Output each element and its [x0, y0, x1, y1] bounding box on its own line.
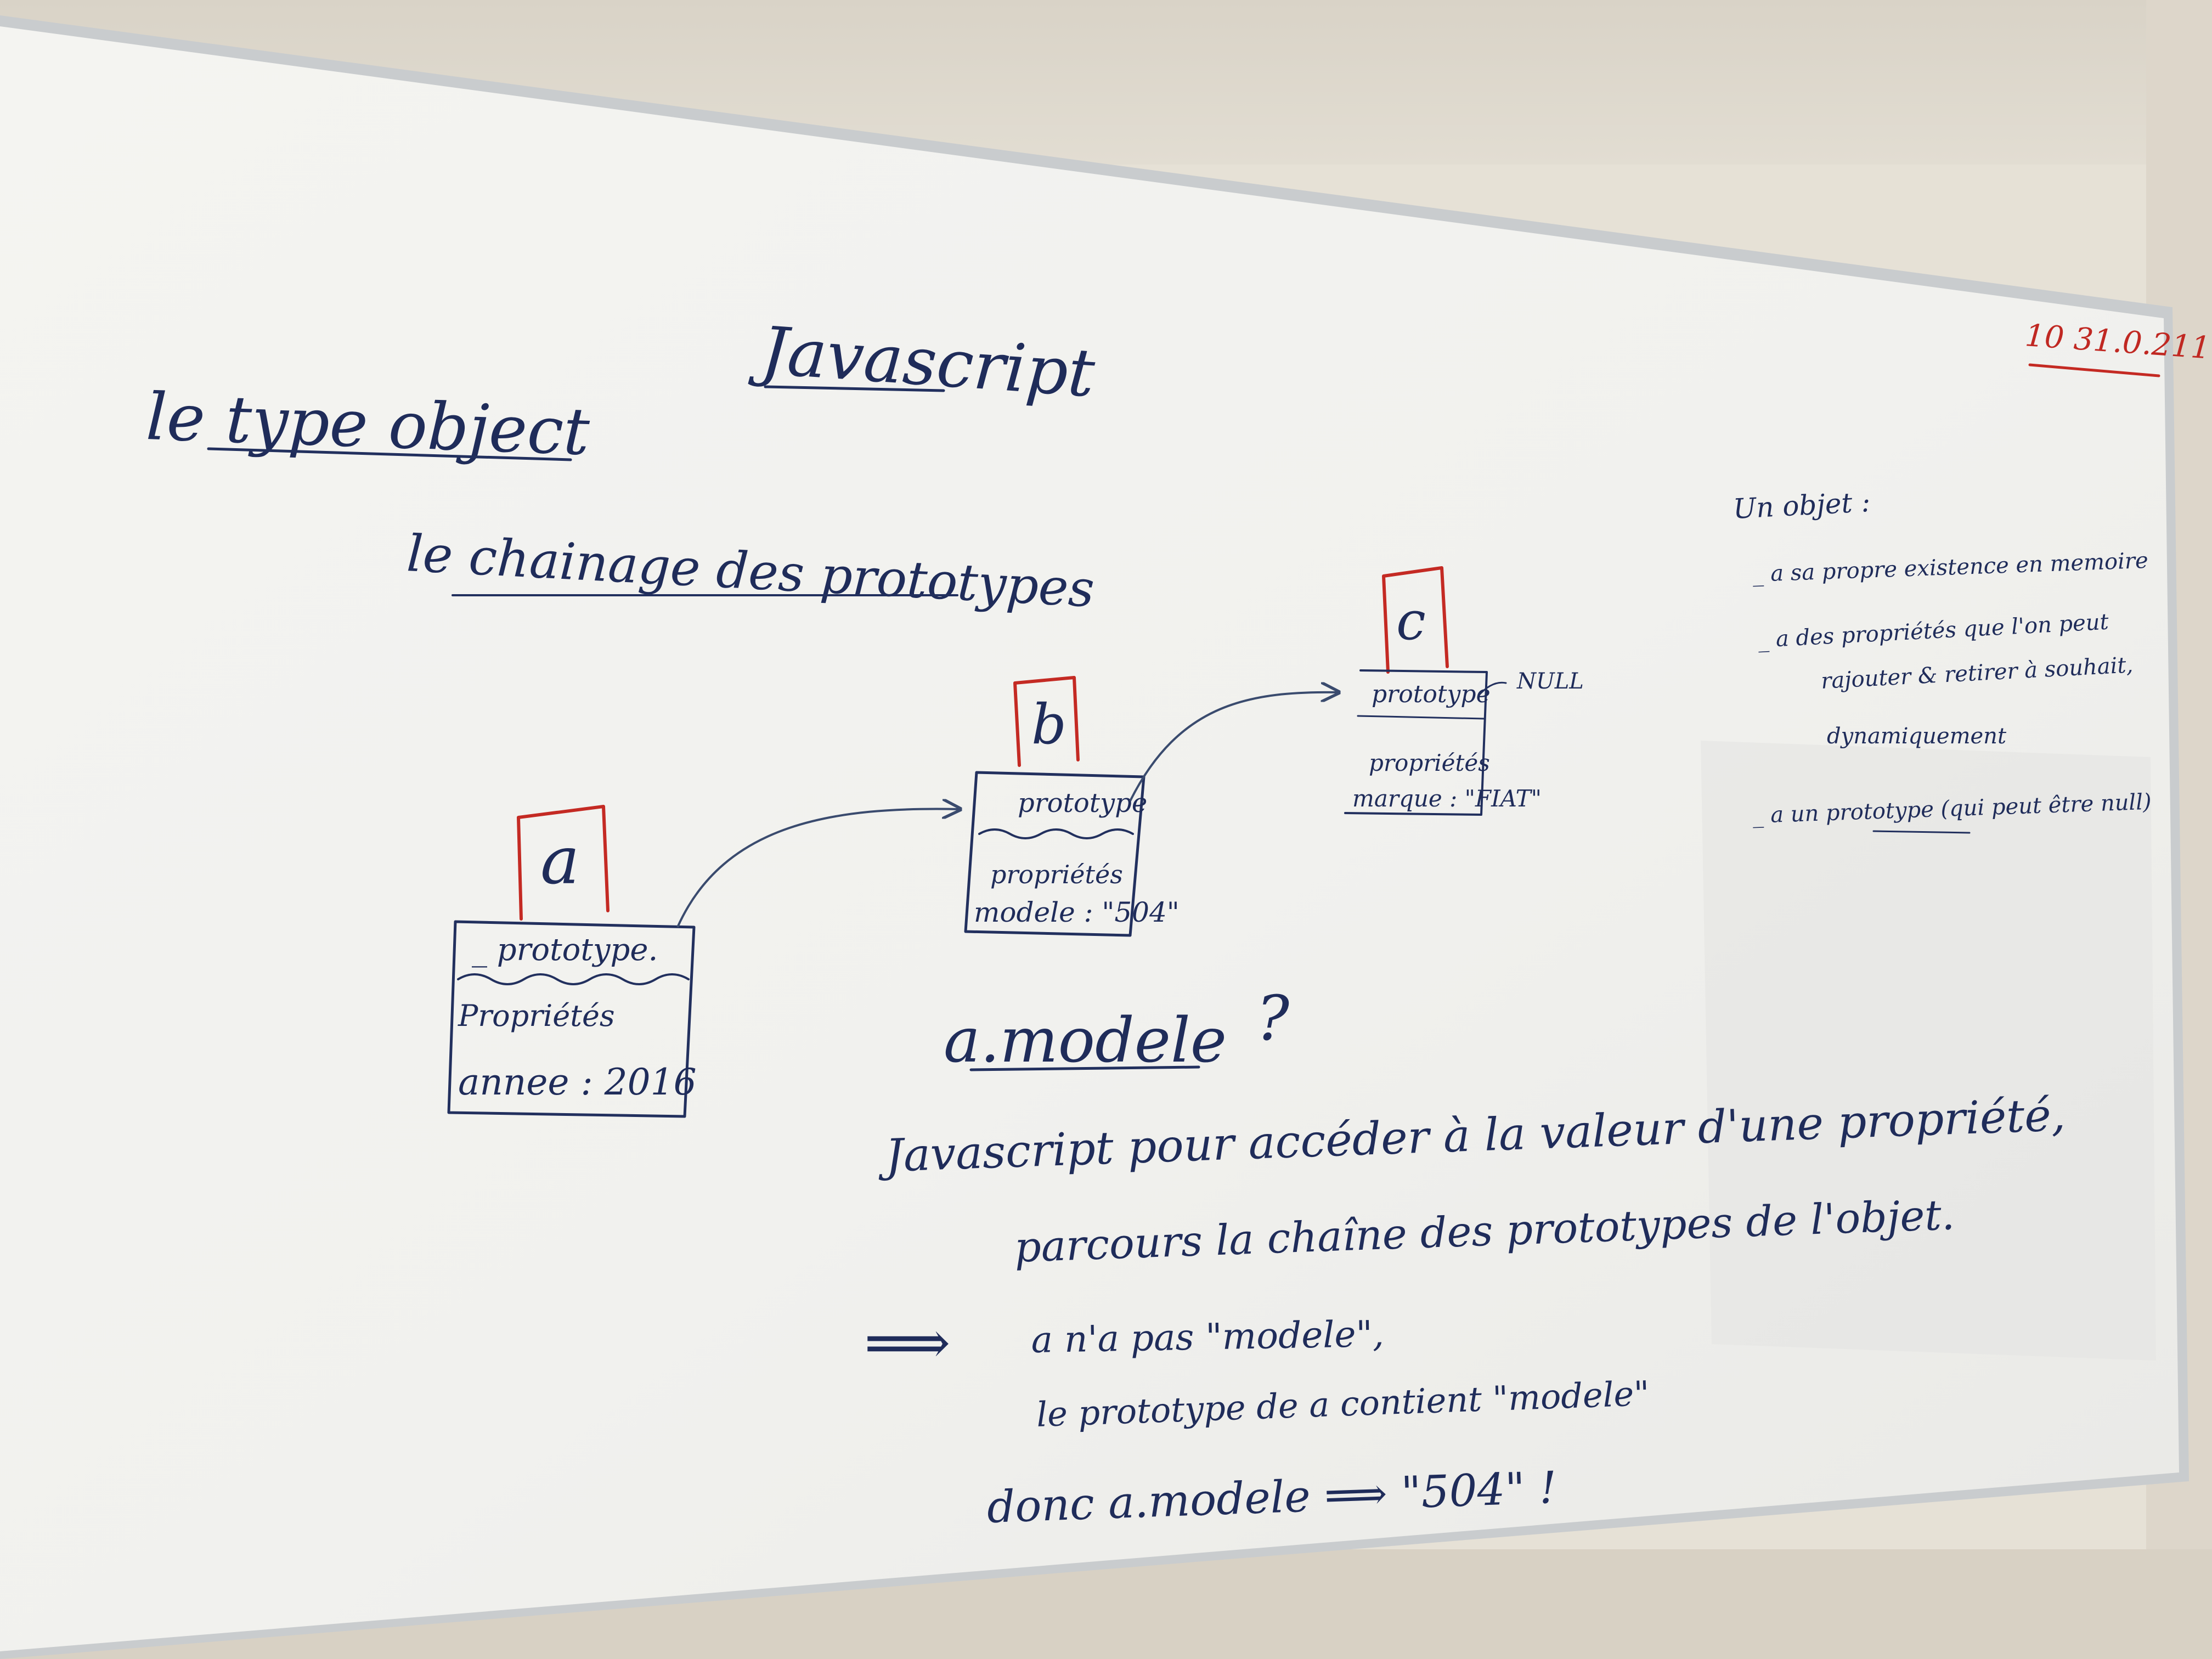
chain-arrow-a-to-b [676, 809, 960, 928]
object-a-tag [517, 805, 610, 921]
conclusion-line-1: a n'a pas "modele", [1031, 1313, 1384, 1361]
object-a-label: a [540, 823, 580, 899]
object-c-proto: prototype [1372, 680, 1491, 708]
object-c-tag [1382, 566, 1449, 674]
object-a-box [447, 920, 696, 1118]
object-b-proto: prototype [1018, 788, 1147, 819]
object-a-proto: _ prototype. [472, 932, 658, 968]
heading-underline [207, 447, 572, 461]
object-b-props-value: modele : "504" [974, 896, 1180, 928]
object-b-wave [978, 828, 1134, 839]
object-c-null: NULL [1516, 669, 1584, 694]
notes-prototype-underline [1872, 830, 1971, 834]
object-a-props-value: annee : 2016 [458, 1061, 697, 1103]
date-underline [2028, 363, 2160, 377]
implies-arrow: ⟹ [864, 1307, 951, 1378]
question: a.modele [944, 1005, 1227, 1076]
notes-title: Un objet : [1733, 486, 1871, 525]
question-mark: ? [1256, 983, 1290, 1054]
object-a-wave [457, 973, 690, 985]
object-b-tag [1013, 676, 1080, 767]
title-underline [764, 385, 945, 392]
object-b-box [964, 771, 1146, 937]
object-a-props-title: Propriétés [458, 998, 615, 1033]
null-link [1477, 681, 1507, 697]
notes-item-4: dynamiquement [1827, 724, 2007, 749]
object-a: a _ prototype. Propriétés annee : 2016 [447, 805, 697, 1118]
window-reflection [1701, 741, 2156, 1361]
chain-arrow-b-to-c [1129, 692, 1339, 802]
object-c-box [1344, 669, 1488, 816]
object-c: c prototype propriétés marque : "FIAT" N… [1344, 566, 1584, 816]
question-underline [969, 1065, 1200, 1071]
object-b: b prototype propriétés modele : "504" [964, 676, 1180, 937]
object-b-props-title: propriétés [990, 860, 1123, 889]
object-c-props-title: propriétés [1369, 749, 1490, 776]
object-b-label: b [1031, 692, 1066, 757]
object-c-label: c [1396, 590, 1426, 652]
object-c-divider [1357, 715, 1485, 720]
object-c-props-value: marque : "FIAT" [1352, 785, 1542, 812]
heading: le type object [145, 379, 591, 470]
